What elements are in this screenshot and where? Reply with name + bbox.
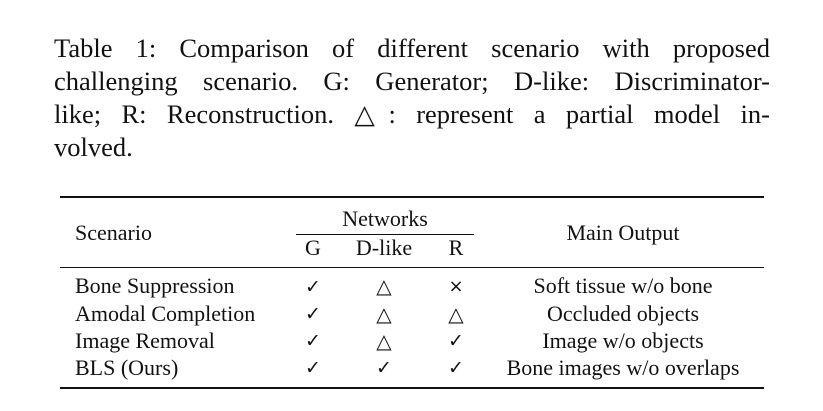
- header-d-like: D-like: [355, 235, 413, 260]
- comparison-table-container: Scenario Networks Main Output G D-like R…: [60, 196, 764, 389]
- triangle-icon: △: [376, 328, 392, 353]
- check-icon: ✓: [305, 330, 321, 352]
- row-scenario: Amodal Completion: [75, 300, 256, 326]
- caption-line-4: volved.: [54, 132, 133, 162]
- row-output: Image w/o objects: [542, 327, 704, 353]
- row-scenario: Image Removal: [75, 327, 215, 353]
- table-row: BLS (Ours) ✓ ✓ ✓ Bone images w/o overlap…: [60, 354, 764, 388]
- comparison-table: Scenario Networks Main Output G D-like R…: [60, 196, 764, 389]
- caption-line-2: challenging scenario. G: Generator; D-li…: [54, 66, 770, 96]
- table-row: Image Removal ✓ △ ✓ Image w/o objects: [60, 327, 764, 354]
- check-icon: ✓: [305, 357, 321, 379]
- cross-icon: ×: [448, 276, 464, 297]
- row-output: Occluded objects: [546, 300, 700, 326]
- networks-underline: [296, 234, 474, 235]
- caption-line-1: Table 1: Comparison of different scenari…: [54, 33, 770, 63]
- row-output: Soft tissue w/o bone: [533, 273, 713, 298]
- row-output: Bone images w/o overlaps: [506, 354, 740, 380]
- header-g: G: [305, 235, 321, 260]
- header-main-output: Main Output: [566, 219, 680, 245]
- header-networks-label: Networks: [342, 206, 428, 231]
- row-scenario: BLS (Ours): [75, 354, 179, 380]
- triangle-icon: △: [376, 301, 392, 326]
- check-icon: ✓: [448, 357, 464, 379]
- header-scenario: Scenario: [75, 219, 152, 245]
- check-icon: ✓: [305, 275, 321, 298]
- header-r: R: [448, 235, 464, 260]
- row-scenario: Bone Suppression: [75, 273, 235, 298]
- table-row: Bone Suppression ✓ △ × Soft tissue w/o b…: [60, 267, 764, 301]
- table-caption: Table 1: Comparison of different scenari…: [54, 32, 770, 164]
- check-icon: ✓: [305, 303, 321, 325]
- triangle-icon: △: [376, 274, 392, 298]
- check-icon: ✓: [376, 357, 392, 379]
- triangle-icon: △: [448, 301, 464, 326]
- header-networks: Networks: [288, 197, 482, 235]
- check-icon: ✓: [448, 330, 464, 352]
- table-row: Amodal Completion ✓ △ △ Occluded objects: [60, 300, 764, 327]
- caption-line-3: like; R: Reconstruction. △: represent a …: [54, 99, 770, 129]
